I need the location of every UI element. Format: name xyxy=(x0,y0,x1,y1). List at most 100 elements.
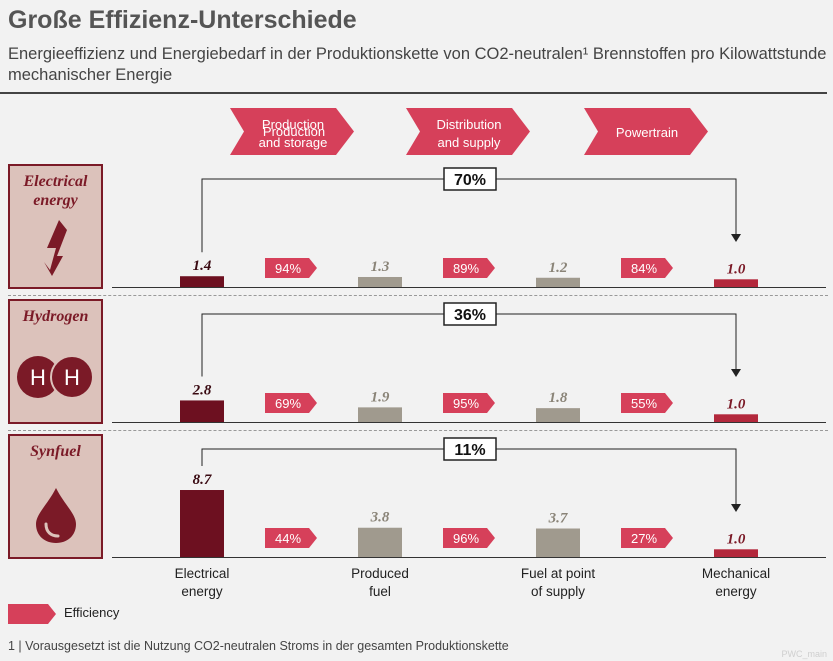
lightning-icon xyxy=(10,220,101,281)
efficiency-arrow xyxy=(443,528,495,548)
efficiency-label: 95% xyxy=(453,396,479,411)
efficiency-arrow xyxy=(621,393,673,413)
legend-arrow-swatch xyxy=(8,604,56,624)
overall-efficiency-label: 36% xyxy=(454,307,486,324)
stage-arrow-shape xyxy=(230,108,354,155)
bar xyxy=(536,277,580,287)
row-label: Electrical energy xyxy=(10,172,101,210)
bar xyxy=(714,279,758,287)
x-label-electrical: Electrical energy xyxy=(142,565,262,601)
page-title: Große Effizienz-Unterschiede xyxy=(8,6,357,34)
bracket-arrowhead xyxy=(731,234,741,242)
x-label-line2: energy xyxy=(181,584,223,599)
x-label-mechanical: Mechanical energy xyxy=(676,565,796,601)
bar-value-label: 3.8 xyxy=(370,510,390,526)
overall-efficiency-box xyxy=(443,302,497,326)
bar xyxy=(536,528,580,557)
x-label-line2: fuel xyxy=(369,584,391,599)
bar xyxy=(536,408,580,422)
drop-icon xyxy=(10,486,101,549)
bar xyxy=(358,276,402,287)
efficiency-arrow xyxy=(621,258,673,278)
bar-value-label: 1.2 xyxy=(549,260,568,276)
x-label-supply: Fuel at point of supply xyxy=(498,565,618,601)
overall-efficiency-label: 70% xyxy=(454,172,486,189)
bracket-arrowhead xyxy=(731,369,741,377)
x-label-produced: Produced fuel xyxy=(320,565,440,601)
bar xyxy=(358,407,402,422)
efficiency-arrow xyxy=(621,528,673,548)
stage-label-group-distribution: Distribution and supply xyxy=(414,116,524,152)
stage-label-group-powertrain: Powertrain xyxy=(592,124,702,142)
row-label: Hydrogen xyxy=(10,307,101,326)
row-label: Synfuel xyxy=(10,442,101,461)
bar xyxy=(180,276,224,287)
x-label-line2: energy xyxy=(715,584,757,599)
legend-label: Efficiency xyxy=(64,605,120,620)
hydrogen-molecule-icon: H H xyxy=(10,353,101,406)
bar-value-label: 2.8 xyxy=(192,382,212,398)
svg-text:H: H xyxy=(30,365,46,390)
bar xyxy=(358,527,402,557)
x-label-line1: Fuel at point xyxy=(520,566,596,581)
row-box-hydrogen: Hydrogen H H xyxy=(8,299,103,424)
row-separator xyxy=(8,295,828,296)
efficiency-label: 27% xyxy=(631,531,657,546)
bar-value-label: 3.7 xyxy=(548,511,568,527)
efficiency-arrow xyxy=(265,528,317,548)
row-label-line1: Synfuel xyxy=(30,443,81,460)
row-separator xyxy=(8,430,828,431)
bar-value-label: 1.0 xyxy=(727,531,746,547)
row-box-synfuel: Synfuel xyxy=(8,434,103,559)
efficiency-arrow xyxy=(443,258,495,278)
row-box-electrical: Electrical energy xyxy=(8,164,103,289)
efficiency-label: 89% xyxy=(453,261,479,276)
bar-value-label: 1.3 xyxy=(371,259,390,275)
x-label-line1: Produced xyxy=(351,566,409,581)
bracket-arrowhead xyxy=(731,504,741,512)
bar-value-label: 1.4 xyxy=(193,258,212,274)
row-label-line1: Hydrogen xyxy=(22,308,89,325)
row-label-line1: Electrical xyxy=(23,173,88,190)
stage-label-line2: and supply xyxy=(437,135,501,150)
efficiency-arrow xyxy=(265,258,317,278)
efficiency-arrow xyxy=(265,393,317,413)
legend: Efficiency xyxy=(8,604,119,629)
stage-label-line1: Powertrain xyxy=(615,125,679,140)
efficiency-label: 69% xyxy=(275,396,301,411)
bar xyxy=(180,400,224,422)
watermark: PWC_main xyxy=(781,649,827,659)
x-label-line1: Mechanical xyxy=(701,566,771,581)
bar-value-label: 8.7 xyxy=(193,472,212,488)
efficiency-label: 84% xyxy=(631,261,657,276)
overall-efficiency-box xyxy=(443,167,497,191)
efficiency-label: 55% xyxy=(631,396,657,411)
bar xyxy=(180,490,224,557)
title-rule xyxy=(0,92,827,94)
stage-label-line2: and storage xyxy=(258,135,328,150)
stage-label-line1: Production xyxy=(262,123,326,139)
overall-efficiency-box xyxy=(443,437,497,461)
bar-value-label: 1.0 xyxy=(727,396,746,412)
overall-efficiency-label: 11% xyxy=(454,442,485,459)
bar-value-label: 1.0 xyxy=(727,261,746,277)
bar xyxy=(714,549,758,557)
efficiency-arrow xyxy=(443,393,495,413)
bar-value-label: 1.9 xyxy=(371,389,390,405)
stage-label-line1: Production xyxy=(261,117,325,132)
page-subtitle: Energieeffizienz und Energiebedarf in de… xyxy=(8,45,827,84)
efficiency-label: 44% xyxy=(275,531,301,546)
bar xyxy=(714,414,758,422)
stage-label: Production xyxy=(240,108,348,155)
efficiency-label: 94% xyxy=(275,261,301,276)
stage-arrow-shape xyxy=(584,108,708,155)
stage-arrow-shape xyxy=(406,108,530,155)
row-label-line2: energy xyxy=(33,192,78,209)
svg-text:H: H xyxy=(64,365,80,390)
bar-value-label: 1.8 xyxy=(549,390,568,406)
stage-label-line1: Distribution xyxy=(436,117,502,132)
efficiency-label: 96% xyxy=(453,531,479,546)
x-label-line2: of supply xyxy=(530,584,586,599)
x-label-line1: Electrical xyxy=(174,566,230,581)
